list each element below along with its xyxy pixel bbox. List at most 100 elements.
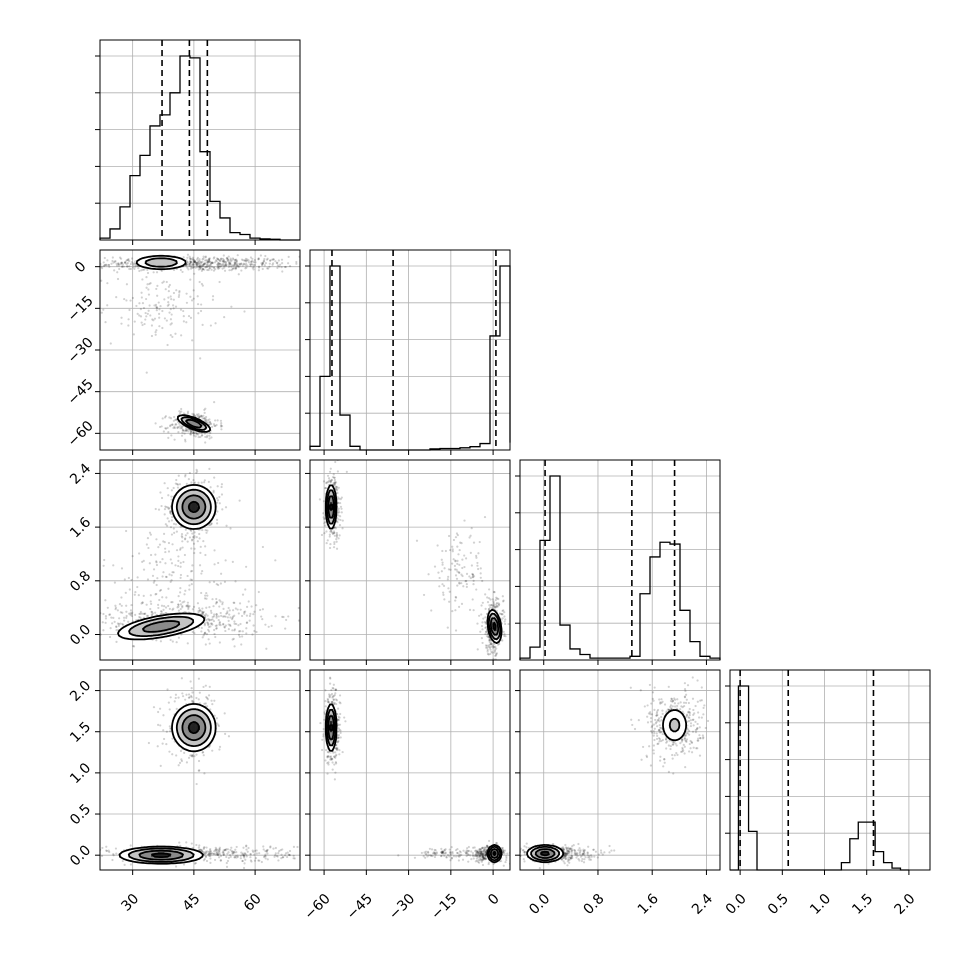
sample-point: [328, 479, 331, 482]
density-cell: [144, 263, 147, 266]
sample-point: [209, 431, 212, 435]
sample-point: [16, 859, 18, 861]
sample-point: [233, 614, 236, 617]
sample-point: [337, 501, 340, 505]
sample-point: [228, 269, 231, 272]
sample-point: [199, 848, 202, 851]
sample-point: [231, 629, 234, 632]
sample-point: [232, 264, 235, 267]
sample-point: [454, 596, 458, 599]
sample-point: [185, 264, 188, 267]
density-cell: [162, 624, 165, 627]
sample-point: [178, 410, 181, 413]
sample-point: [198, 280, 201, 284]
density-cell: [197, 524, 201, 527]
sample-point: [297, 619, 300, 622]
sample-point: [168, 416, 171, 419]
sample-point: [215, 583, 218, 586]
density-cell: [133, 631, 136, 634]
sample-point: [167, 290, 170, 293]
sample-point: [164, 606, 168, 609]
density-cell: [171, 617, 174, 621]
sample-point: [108, 850, 111, 854]
density-cell: [206, 491, 210, 494]
sample-point: [245, 853, 248, 856]
density-cell: [175, 258, 179, 262]
sample-point: [460, 542, 463, 545]
density-cell: [186, 511, 190, 514]
sample-point: [226, 259, 229, 263]
sample-point: [163, 513, 166, 516]
sample-point: [498, 612, 501, 615]
sample-point: [195, 536, 198, 539]
sample-point: [138, 314, 141, 317]
sample-point: [480, 637, 483, 640]
sample-point: [202, 846, 206, 849]
sample-point: [204, 643, 207, 646]
sample-point: [204, 855, 207, 858]
sample-point: [195, 432, 199, 435]
sample-point: [178, 289, 181, 293]
sample-point: [333, 541, 336, 544]
sample-point: [200, 261, 203, 265]
sample-point: [220, 614, 223, 617]
density-cell: [177, 620, 181, 623]
sample-point: [102, 612, 105, 616]
density-cell: [330, 508, 333, 512]
sample-point: [169, 696, 172, 699]
sample-point: [265, 849, 268, 853]
sample-point: [480, 613, 483, 616]
sample-point: [201, 267, 205, 271]
sample-point: [485, 630, 488, 633]
sample-point: [121, 859, 124, 863]
sample-point: [330, 478, 333, 481]
density-cell: [211, 500, 214, 503]
sample-point: [147, 293, 151, 296]
sample-point: [191, 266, 194, 269]
sample-point: [177, 603, 180, 606]
sample-point: [134, 590, 137, 594]
density-cell: [128, 850, 132, 853]
density-cell: [206, 427, 210, 431]
sample-point: [167, 431, 170, 434]
sample-point: [175, 423, 178, 426]
density-cell: [184, 517, 187, 521]
sample-point: [230, 846, 233, 849]
density-cell: [148, 628, 152, 632]
sample-point: [242, 854, 245, 857]
sample-point: [168, 573, 171, 576]
sample-point: [109, 342, 112, 345]
sample-point: [212, 491, 215, 494]
sample-point: [269, 259, 272, 262]
sample-point: [190, 755, 194, 758]
sample-point: [159, 612, 163, 616]
sample-point: [129, 611, 132, 615]
density-cell: [126, 631, 130, 634]
sample-point: [177, 696, 180, 699]
sample-point: [182, 429, 186, 432]
sample-point: [218, 280, 221, 284]
sample-point: [261, 263, 264, 266]
density-cell: [177, 502, 181, 505]
sample-point: [237, 633, 241, 636]
sample-point: [335, 486, 338, 489]
density-cell: [197, 497, 201, 501]
sample-point: [443, 598, 446, 601]
density-cell: [168, 617, 172, 621]
sample-point: [322, 480, 326, 483]
sample-point: [88, 322, 90, 324]
sample-point: [174, 523, 178, 526]
sample-point: [241, 635, 244, 638]
sample-point: [221, 851, 224, 854]
density-cell: [186, 508, 190, 512]
sample-point: [261, 262, 265, 265]
density-cell: [188, 486, 192, 490]
sample-point: [115, 262, 118, 265]
sample-point: [219, 859, 222, 862]
sample-point: [503, 634, 506, 637]
x-tick-label: 0.0: [723, 891, 750, 918]
sample-point: [184, 589, 187, 592]
density-cell: [153, 628, 156, 632]
sample-point: [230, 850, 233, 853]
density-cell: [153, 263, 156, 266]
